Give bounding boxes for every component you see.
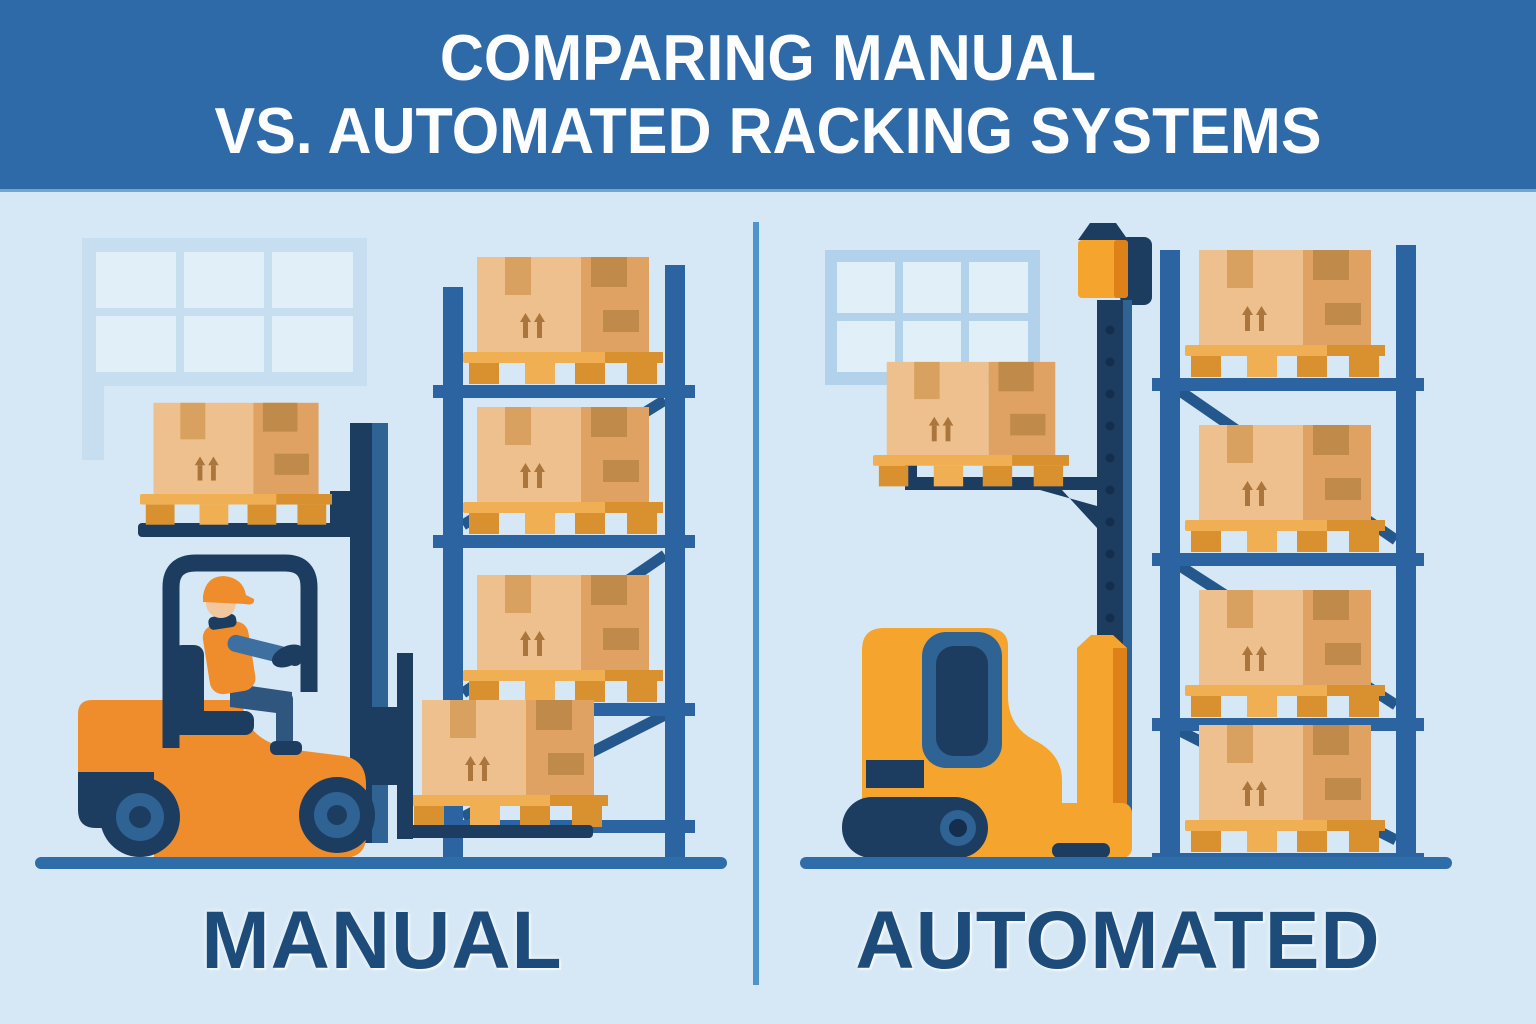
pallet-box [463,575,663,702]
pallet-box [1185,590,1385,717]
forklift-driver [202,576,305,755]
forklift-forks [138,491,356,537]
forklift-seat [172,645,254,735]
title-banner: COMPARING MANUAL VS. AUTOMATED RACKING S… [0,0,1536,192]
crane-carried-pallet-box [873,361,1069,487]
warehouse-illustration [35,222,1452,985]
pallet-box-floor [408,700,608,827]
agv-wheels [928,798,1110,858]
pallet-box [463,407,663,534]
pallet-box [463,257,663,384]
forklift [78,402,593,858]
title-line-2: VS. AUTOMATED RACKING SYSTEMS [214,94,1322,167]
manual-label: MANUAL [201,895,563,986]
crane-head-cap [1078,223,1128,240]
pallet-box [1185,425,1385,552]
panel-divider-line [753,222,759,985]
forklift-mast [330,423,593,843]
pallet-box [1185,725,1385,852]
forklift-wheels [100,777,375,857]
pallet-box [1185,250,1385,377]
title-line-1: COMPARING MANUAL [439,21,1097,94]
carried-pallet-box [140,402,332,525]
agv-side-panel [866,760,924,788]
automated-label: AUTOMATED [855,895,1381,986]
floor-line-left [35,857,727,869]
agv-mast [1077,648,1113,805]
manual-panel-art [35,238,727,869]
floor-line-right [800,857,1452,869]
forklift-cage [162,554,318,748]
automated-panel-art [800,223,1452,869]
agv-robot [842,628,1132,858]
warehouse-window-left [82,238,367,460]
